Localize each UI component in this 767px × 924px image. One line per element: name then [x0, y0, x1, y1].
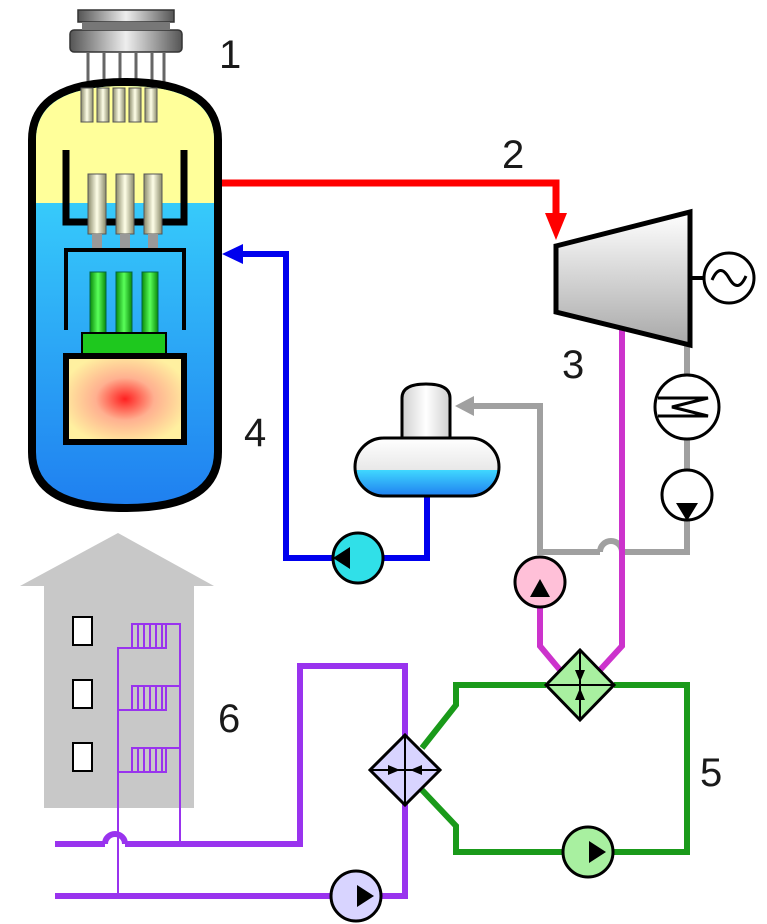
label-feedwater-loop: 4	[244, 411, 266, 455]
pump-icon	[329, 869, 383, 923]
generator-icon	[702, 251, 756, 305]
heat-exchanger-icon	[367, 732, 443, 808]
intermediate-loop	[419, 682, 690, 855]
label-consumer: 6	[218, 697, 240, 741]
feedwater-line	[222, 244, 430, 561]
feedwater-flow-arrow	[222, 244, 243, 264]
window	[72, 679, 93, 709]
reactor-vessel	[28, 9, 222, 513]
district-heating-loop	[55, 663, 408, 899]
pump-icon	[513, 555, 567, 609]
pump-icon	[331, 531, 385, 585]
label-reactor: 1	[219, 33, 241, 77]
label-steam-line: 2	[502, 133, 524, 177]
turbine	[553, 208, 693, 349]
label-turbine-stage: 3	[562, 343, 584, 387]
pump-icon	[561, 825, 615, 879]
steam-line	[210, 179, 567, 240]
building	[20, 533, 214, 896]
condensate-flow-arrow	[455, 396, 474, 416]
pump-icon	[660, 468, 714, 522]
extraction-line	[537, 330, 625, 673]
feedwater-tank	[353, 382, 501, 498]
window	[72, 742, 93, 772]
condenser-icon	[653, 373, 721, 441]
heat-exchanger-icon	[543, 647, 617, 723]
building-radiators	[117, 623, 181, 896]
steam-flow-arrow	[545, 213, 567, 240]
window	[72, 616, 93, 646]
label-intermediate-loop: 5	[700, 751, 722, 795]
